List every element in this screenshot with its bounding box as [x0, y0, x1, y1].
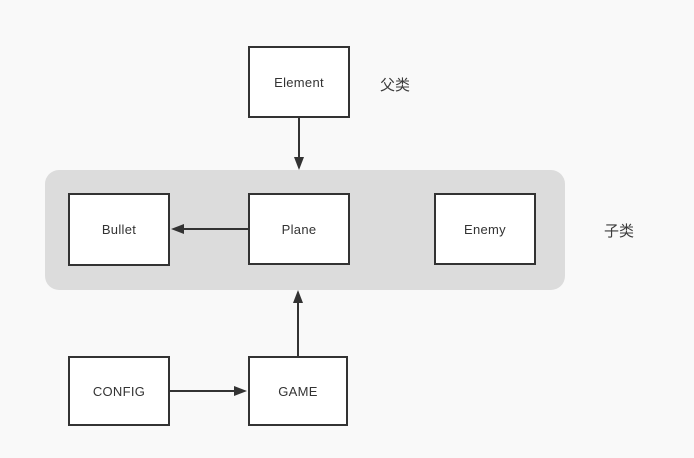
node-element-label: Element [274, 74, 324, 90]
node-bullet: Bullet [68, 193, 170, 266]
node-plane: Plane [248, 193, 350, 265]
node-enemy: Enemy [434, 193, 536, 265]
arrow-element-to-subclasses [294, 118, 304, 170]
node-config-label: CONFIG [92, 383, 146, 399]
node-enemy-label: Enemy [464, 221, 506, 237]
parent-class-annotation: 父类 [380, 77, 411, 94]
node-game: GAME [248, 356, 348, 426]
arrow-game-to-subclasses [293, 290, 303, 356]
node-config: CONFIG [68, 356, 170, 426]
arrow-config-to-game [170, 386, 247, 396]
node-bullet-label: Bullet [101, 222, 137, 237]
child-class-annotation: 子类 [604, 223, 635, 240]
node-plane-label: Plane [281, 221, 317, 237]
node-game-label: GAME [278, 383, 318, 399]
node-element: Element [248, 46, 350, 118]
